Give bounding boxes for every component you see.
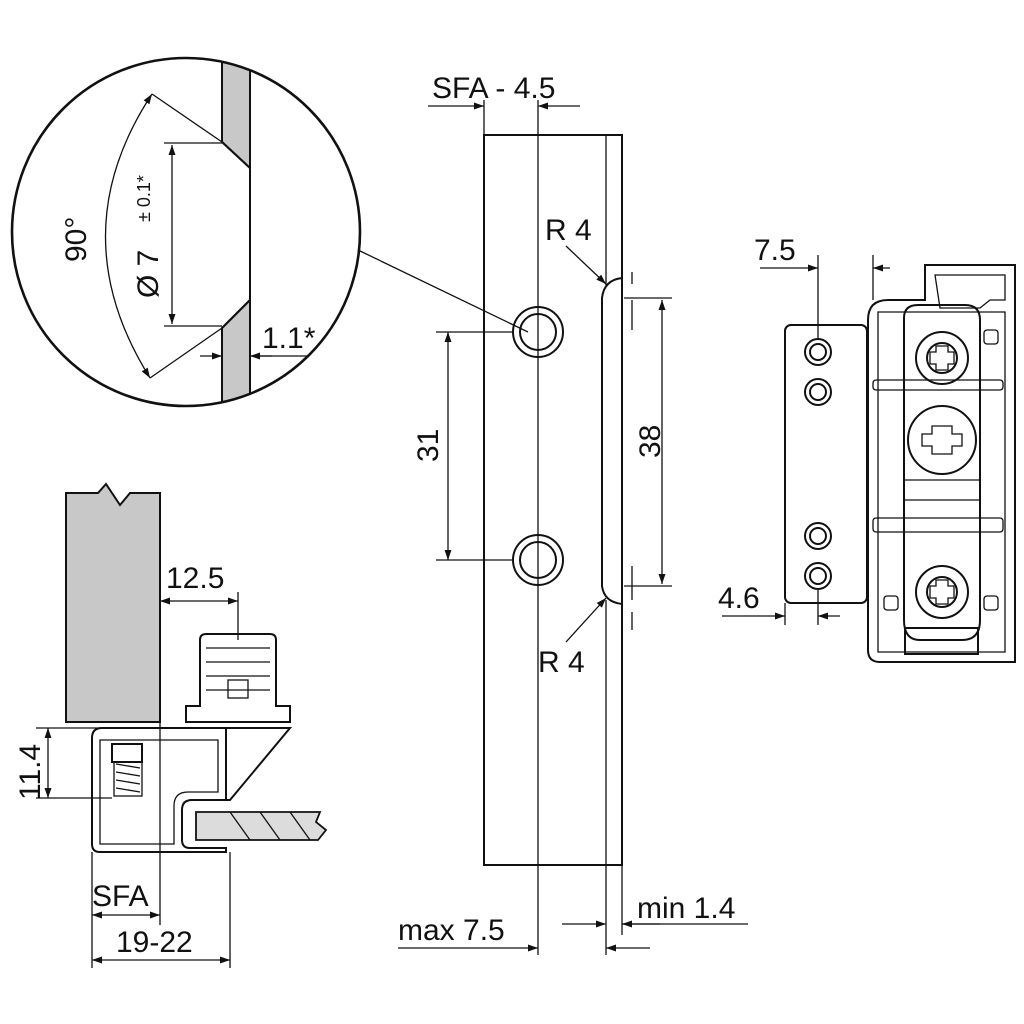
cam-screw-bottom: [915, 565, 969, 619]
angle-label: 90°: [60, 217, 93, 262]
panel-section: [221, 58, 251, 406]
section-view: 12.5 11.4 SFA 19-22: [14, 482, 328, 968]
radius-top-label: R 4: [545, 214, 592, 247]
depth-label: 1.1*: [262, 322, 316, 355]
slot-outline: [601, 277, 623, 605]
front-panel: [65, 482, 161, 723]
cam-screw-top: [915, 331, 969, 385]
radius-bottom-label: R 4: [538, 646, 585, 679]
section-offset-label: 12.5: [166, 562, 224, 595]
detail-circle: [10, 56, 362, 408]
bottom-panel: [195, 811, 328, 841]
hole-spacing-label: 31: [412, 429, 445, 462]
section-thickness-label: 19-22: [116, 926, 193, 959]
detail-leader: [357, 249, 529, 333]
plate-hole-1: [804, 338, 832, 366]
adjust-screw-middle: [907, 405, 977, 475]
plate-hole-2: [804, 378, 832, 406]
side-view: 7.5 4.6: [718, 234, 1016, 663]
plate-hole-4: [804, 562, 832, 590]
min-label: min 1.4: [637, 892, 735, 925]
mechanism-body: [903, 304, 981, 641]
front-view: SFA - 4.5 R 4 R 4 31 38 min 1.4 max 7.5: [398, 72, 748, 955]
section-screw: [111, 743, 143, 797]
slot-length-label: 38: [634, 425, 667, 458]
section-height-label: 11.4: [14, 744, 47, 800]
housing-outline: [867, 264, 1016, 663]
plate-hole-3: [804, 522, 832, 550]
side-top-offset-label: 7.5: [754, 234, 796, 267]
tolerance-label: ± 0.1*: [134, 175, 154, 222]
clip-mechanism: [185, 633, 291, 723]
mounting-plate: [784, 324, 868, 604]
side-bottom-offset-label: 4.6: [718, 582, 760, 615]
sfa-offset-label: SFA - 4.5: [432, 72, 555, 105]
section-sfa-label: SFA: [92, 880, 149, 913]
max-label: max 7.5: [398, 914, 505, 947]
plate-outline: [483, 134, 623, 866]
detail-view: 90° Ø 7 ± 0.1* 1.1*: [10, 56, 529, 408]
diameter-label: Ø 7: [132, 250, 165, 298]
